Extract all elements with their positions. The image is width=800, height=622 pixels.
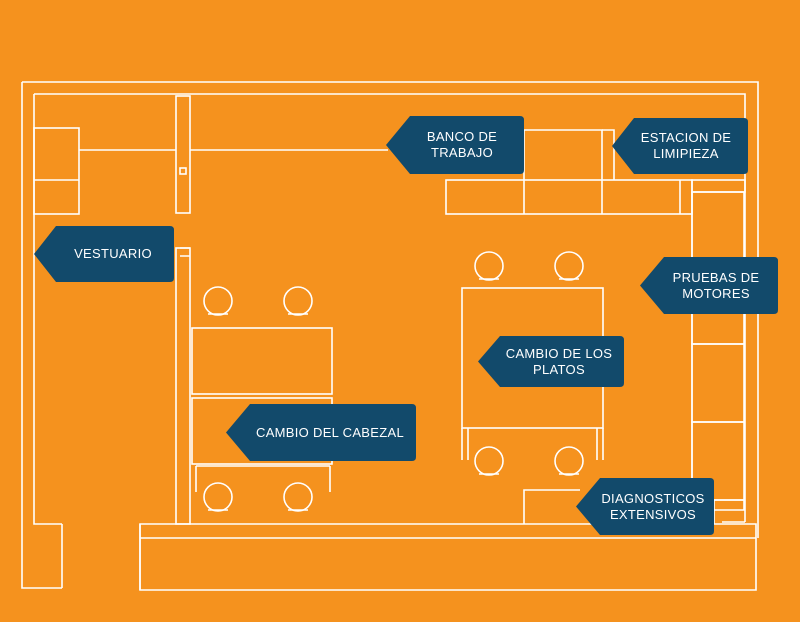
label-pruebas-de-motores: PRUEBAS DE MOTORES <box>640 257 778 314</box>
workbench-cabinets <box>445 129 693 215</box>
plate-change-table <box>461 251 604 476</box>
label-estacion-de-limpieza: ESTACION DE LIMIPIEZA <box>612 118 748 174</box>
engine-test-cabinets <box>691 179 746 511</box>
head-change-table <box>191 286 333 512</box>
label-cambio-de-los-platos: CAMBIO DE LOS PLATOS <box>478 336 624 387</box>
locker-units <box>33 127 176 215</box>
outer-walls <box>21 81 759 591</box>
label-cambio-del-cabezal: CAMBIO DEL CABEZAL <box>226 404 416 461</box>
label-banco-de-trabajo: BANCO DE TRABAJO <box>386 116 524 174</box>
diagnostics-bench <box>523 489 715 524</box>
label-vestuario: VESTUARIO <box>34 226 174 282</box>
partition-walls <box>175 95 388 525</box>
label-diagnosticos-extensivos: DIAGNOSTICOS EXTENSIVOS <box>576 478 714 535</box>
